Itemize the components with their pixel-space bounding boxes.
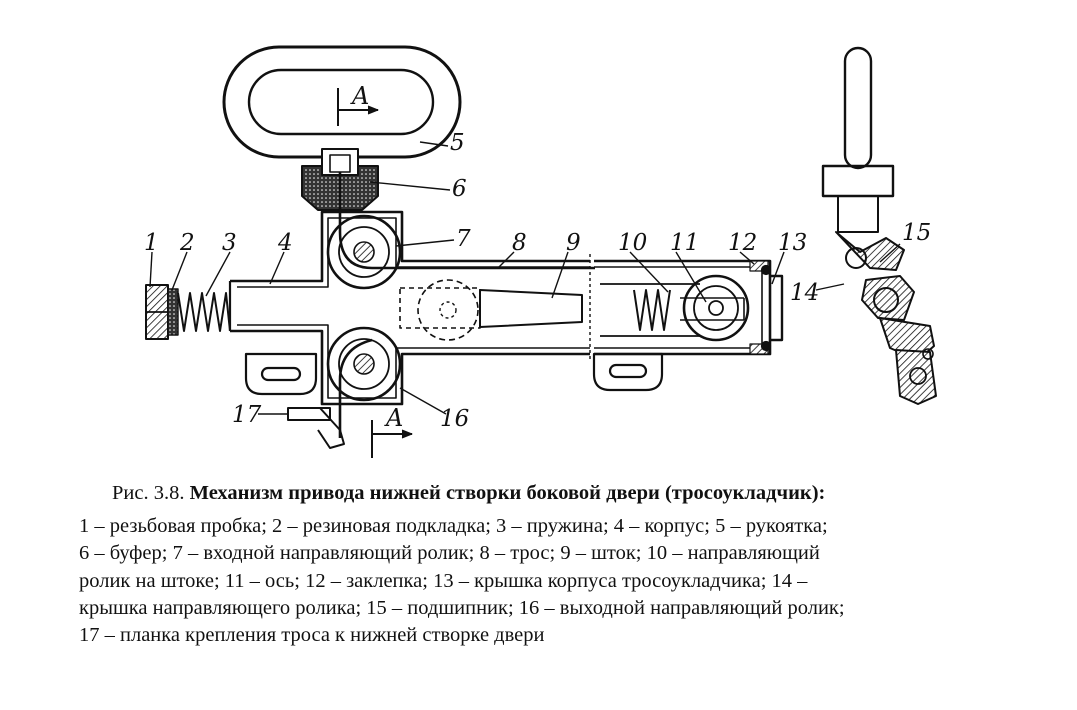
- callout-17: 17: [232, 402, 262, 428]
- callout-16: 16: [440, 406, 469, 432]
- axle: [708, 300, 724, 316]
- mechanism-drawing: 1 2 3 4 5 6 7 8 9 10 11 12 13 14 15 16 1…: [144, 45, 937, 458]
- legend-line: 1 – резьбовая пробка; 2 – резиновая подк…: [79, 515, 828, 537]
- cable-mount-plank: [258, 407, 345, 449]
- handle: [222, 45, 462, 159]
- legend: 1 – резьбовая пробка; 2 – резиновая подк…: [79, 513, 1009, 649]
- mounting-bracket-right: [592, 352, 664, 392]
- callout-11: 11: [670, 230, 699, 256]
- section-label-top: A: [350, 82, 369, 110]
- section-label-bottom: A: [384, 404, 403, 432]
- output-guide-roller: [326, 326, 402, 402]
- threaded-plug: [145, 284, 169, 340]
- callout-13: 13: [778, 230, 807, 256]
- cable: [338, 172, 595, 438]
- housing-cover: [760, 264, 784, 352]
- callout-10: 10: [618, 230, 647, 256]
- section-mark: [337, 88, 413, 458]
- legend-line: ролик на штоке; 11 – ось; 12 – заклепка;…: [79, 569, 808, 592]
- body-housing: [228, 210, 772, 406]
- callout-7: 7: [456, 226, 471, 252]
- legend-line: 6 – буфер; 7 – входной направляющий роли…: [79, 542, 820, 565]
- callout-4: 4: [277, 230, 293, 256]
- spring: [177, 292, 231, 332]
- figure-caption: Рис. 3.8. Механизм привода нижней створк…: [112, 482, 1012, 505]
- callout-8: 8: [512, 230, 527, 256]
- rod: [399, 279, 700, 341]
- callout-1: 1: [144, 230, 159, 256]
- callout-2: 2: [179, 230, 195, 256]
- rubber-gasket: [167, 288, 179, 336]
- callout-labels: 1 2 3 4 5 6 7 8 9 10 11 12 13 14 15 16 1…: [144, 82, 931, 432]
- callout-14: 14: [790, 280, 819, 306]
- rod-guide-roller: [680, 274, 750, 342]
- caption-title: Механизм привода нижней створки боковой …: [189, 482, 826, 504]
- callout-12: 12: [728, 230, 757, 256]
- callout-3: 3: [222, 230, 237, 256]
- callout-9: 9: [566, 230, 581, 256]
- callout-6: 6: [452, 176, 467, 202]
- roller-spring: [633, 289, 671, 331]
- callout-15: 15: [902, 220, 931, 246]
- side-view: [821, 46, 937, 405]
- legend-line: крышка направляющего ролика; 15 – подшип…: [79, 596, 845, 619]
- input-guide-roller: [326, 214, 402, 290]
- caption-prefix: Рис. 3.8.: [112, 482, 185, 504]
- leader-lines: [149, 141, 901, 415]
- mounting-bracket-left: [244, 352, 318, 396]
- callout-5: 5: [450, 130, 465, 156]
- legend-line: 17 – планка крепления троса к нижней ств…: [79, 624, 545, 647]
